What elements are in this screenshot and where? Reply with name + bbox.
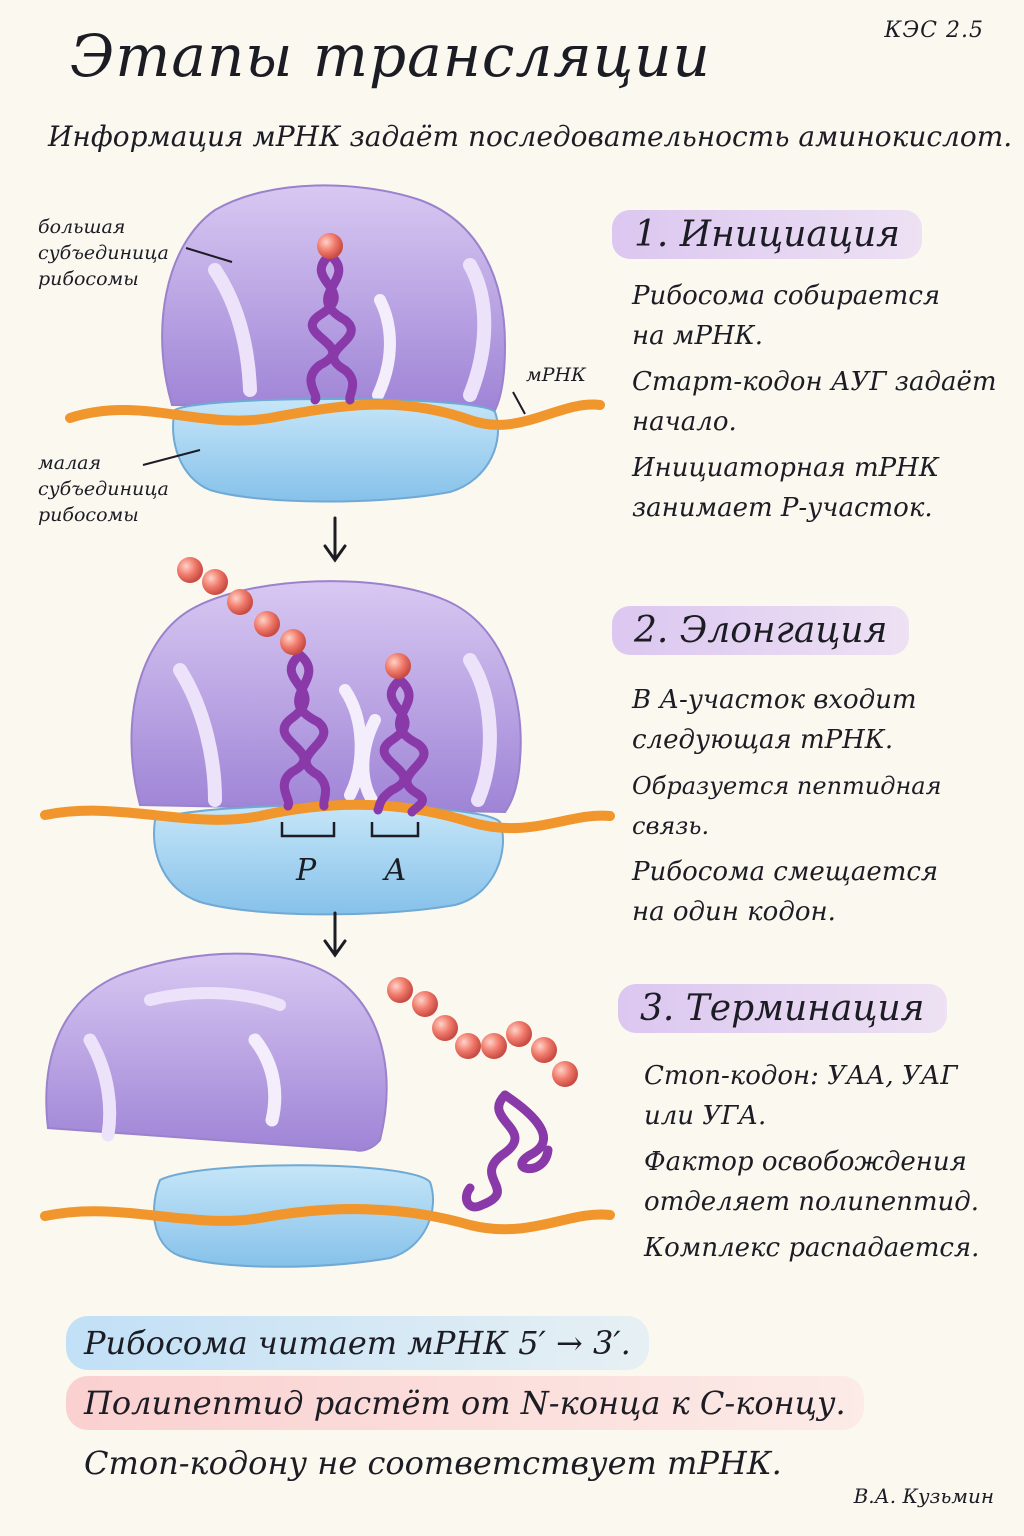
stage-2-line: Рибосома смещается (632, 857, 939, 887)
mrna-label: мРНК (526, 364, 586, 386)
summary-line-1: Рибосома читает мРНК 5′ → 3′. (66, 1316, 649, 1370)
stage-3-title: 3. Терминация (618, 984, 947, 1033)
small-subunit-label-line: рибосомы (38, 504, 139, 526)
released-trna (462, 1090, 553, 1212)
stage-2-line: Образуется пептидная связь. (632, 772, 942, 840)
stage-3-line: или УГА. (644, 1101, 767, 1131)
stage-3-line: отделяет полипептид. (644, 1187, 979, 1217)
site-brackets (280, 822, 420, 838)
stage-1-line: Рибосома собирается (632, 281, 941, 311)
stage-1-description: Рибосома собирается на мРНК. Старт-кодон… (632, 276, 997, 528)
stage-2-illustration: Р А (40, 557, 615, 916)
polypeptide-chain (177, 557, 306, 655)
small-subunit-label-line: малая (38, 452, 102, 474)
large-subunit-label: большая субъединица рибосомы (38, 214, 169, 292)
large-subunit (45, 952, 388, 1152)
stage-1-line: занимает Р-участок. (632, 493, 933, 523)
arrow-down-icon (323, 911, 347, 958)
trna-a-site (373, 675, 429, 817)
mrna-strand (65, 399, 605, 430)
stage-3-illustration (40, 952, 615, 1268)
site-p-label: Р (295, 853, 317, 888)
mrna-strand (40, 799, 615, 834)
stage-1-line: начало. (632, 407, 737, 437)
stage-3-line: Комплекс распадается. (644, 1233, 980, 1263)
small-subunit-label: малая субъединица рибосомы (38, 450, 169, 528)
stage-1-line: Инициаторная тРНК (632, 453, 939, 483)
stage-2-title: 2. Элонгация (612, 606, 910, 655)
topic-code: КЭС 2.5 (884, 18, 984, 43)
stage-2-description: В А-участок входит следующая тРНК. Образ… (632, 680, 1024, 932)
stage-1-line: Старт-кодон АУГ задаёт (632, 367, 997, 397)
stage-1-line: на мРНК. (632, 321, 764, 351)
small-subunit-label-line: субъединица (38, 478, 169, 500)
summary-line-3: Стоп-кодону не соответствует тРНК. (84, 1444, 782, 1482)
stage-2-line: на один кодон. (632, 897, 836, 927)
released-polypeptide (387, 977, 578, 1087)
large-subunit-label-line: большая (38, 216, 126, 238)
stage-2-line: В А-участок входит (632, 685, 917, 715)
initiator-trna (306, 250, 358, 405)
trna-p-site (279, 650, 331, 811)
summary-line-2: Полипептид растёт от N-конца к С-концу. (66, 1376, 864, 1430)
large-subunit-label-line: субъединица (38, 242, 169, 264)
stage-1-title: 1. Инициация (612, 210, 922, 259)
stage-3-description: Стоп-кодон: УАА, УАГ или УГА. Фактор осв… (644, 1056, 979, 1268)
arrow-down-icon (323, 516, 347, 563)
large-subunit-label-line: рибосомы (38, 268, 139, 290)
stage-3-line: Стоп-кодон: УАА, УАГ (644, 1061, 958, 1091)
page-title: Этапы трансляции (70, 22, 711, 90)
stage-1-illustration (65, 184, 605, 503)
stage-3-line: Фактор освобождения (644, 1147, 967, 1177)
author-signature: В.А. Кузьмин (853, 1484, 994, 1508)
page-subtitle: Информация мРНК задаёт последовательност… (48, 120, 1013, 153)
mrna-strand (40, 1204, 615, 1235)
site-a-label: А (382, 853, 407, 888)
stage-2-line: следующая тРНК. (632, 725, 894, 755)
